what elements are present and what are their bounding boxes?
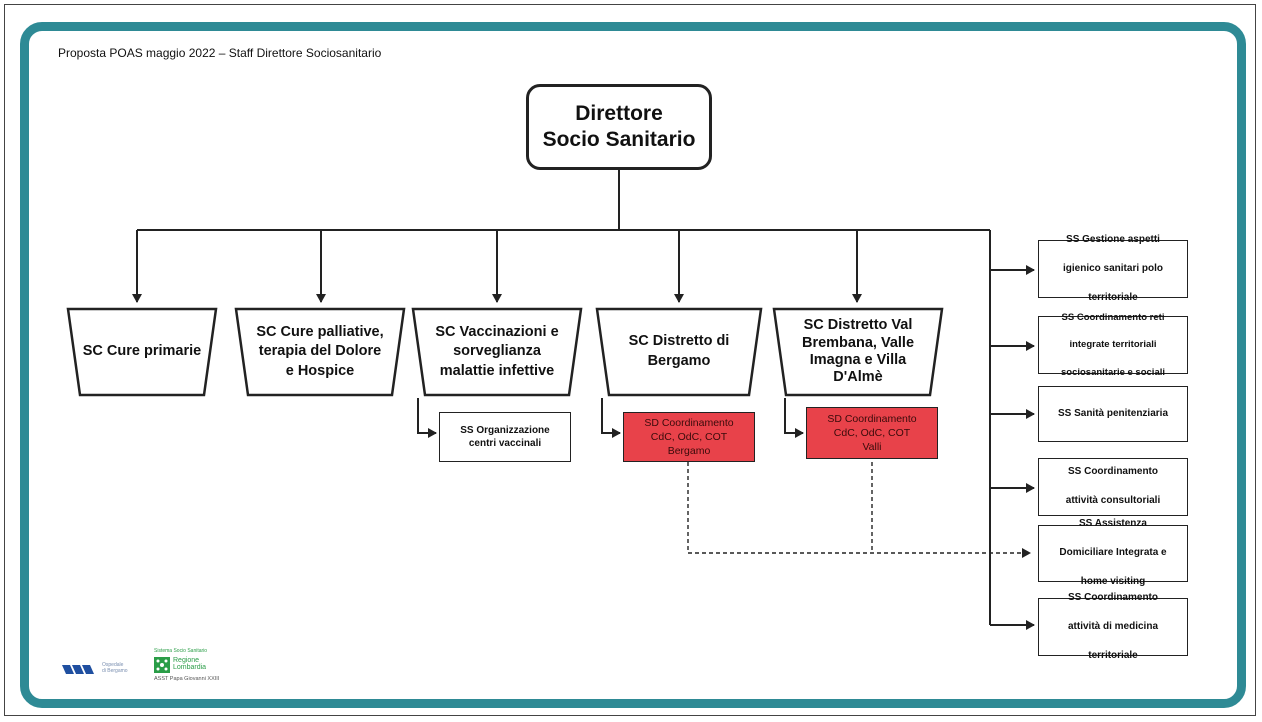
unit-label: terapia del Dolore [258,343,382,360]
unit-label: e Hospice [285,362,355,379]
sub-unit-label: CdC, OdC, COT [833,426,911,439]
staff-unit-label: attività consultoriali [1065,495,1161,507]
root-line-2: Socio Sanitario [542,128,696,151]
hospital-logo-text: Ospedale di Bergamo [102,662,128,674]
unit-label: D'Almè [833,369,883,386]
sub-unit-label: Valli [862,441,882,454]
unit-label: SC Vaccinazioni e [435,323,559,340]
sub-unit-label: centri vaccinali [468,438,542,449]
sub-unit-label: Bergamo [667,445,711,458]
staff-unit-label: SS Coordinamento [1067,591,1158,603]
staff-unit-label: SS Sanità penitenziaria [1057,407,1169,419]
sub-unit-centri-vaccinali: SS Organizzazione centri vaccinali [439,412,571,462]
unit-label: Brembana, Valle [801,334,915,351]
regione-rose-icon [154,657,170,673]
staff-unit-label: igienico sanitari polo [1062,262,1163,274]
unit-label: SC Distretto di [628,333,730,350]
sub-unit-coordinamento-valli: SD Coordinamento CdC, OdC, COT Valli [806,407,938,459]
regione-logo-text: Regione Lombardia [173,657,207,672]
root-director-box: Direttore Socio Sanitario [526,84,712,170]
staff-unit-label: SS Assistenza [1078,518,1147,530]
staff-unit-consultoriali: SS Coordinamento attività consultoriali [1038,458,1188,516]
staff-unit-assistenza-domiciliare: SS Assistenza Domiciliare Integrata e ho… [1038,518,1188,587]
staff-unit-label: SS Coordinamento reti [1061,311,1165,323]
staff-unit-sanita-penitenziaria: SS Sanità penitenziaria [1038,386,1188,442]
staff-unit-label: SS Gestione aspetti [1066,233,1160,245]
sub-unit-coordinamento-bergamo: SD Coordinamento CdC, OdC, COT Bergamo [623,412,755,462]
footer-logos: Ospedale di Bergamo Sistema Socio Sanita… [58,648,258,696]
staff-unit-label: sociosanitarie e sociali [1060,366,1166,378]
staff-unit-label: territoriale [1088,649,1138,661]
unit-distretto-valli: SC Distretto Val Brembana, Valle Imagna … [772,307,944,397]
staff-unit-label: SS Coordinamento [1067,466,1158,478]
regione-logo-caption: Sistema Socio Sanitario [154,648,208,654]
unit-label: SC Cure palliative, [256,323,384,340]
unit-cure-primarie: SC Cure primarie [66,307,218,397]
unit-label: malattie infettive [439,362,555,379]
unit-label: Bergamo [647,353,711,369]
sub-unit-label: CdC, OdC, COT [650,430,728,443]
sub-unit-label: SS Organizzazione [460,424,550,436]
hospital-logo-icon [62,665,94,674]
staff-unit-label: territoriale [1088,291,1138,303]
unit-label: sorveglianza [453,343,541,360]
sub-unit-label: SD Coordinamento [827,412,917,425]
staff-unit-label: attività di medicina [1067,620,1159,632]
staff-unit-label: home visiting [1080,576,1146,588]
unit-label: SC Distretto Val [803,317,913,334]
staff-unit-label: Domiciliare Integrata e [1059,547,1167,559]
unit-label: Imagna e Villa [809,352,907,368]
unit-label: SC Cure primarie [82,343,202,360]
asst-logo-text: ASST Papa Giovanni XXIII [154,676,220,682]
unit-distretto-bergamo: SC Distretto di Bergamo [595,307,763,397]
page-border [4,4,1256,716]
unit-cure-palliative: SC Cure palliative, terapia del Dolore e… [234,307,406,397]
staff-unit-label: integrate territoriali [1069,339,1157,351]
staff-unit-igienico-sanitari: SS Gestione aspetti igienico sanitari po… [1038,234,1188,303]
unit-vaccinazioni: SC Vaccinazioni e sorveglianza malattie … [411,307,583,397]
staff-unit-medicina-territoriale: SS Coordinamento attività di medicina te… [1038,592,1188,661]
slide-title: Proposta POAS maggio 2022 – Staff Dirett… [58,46,382,60]
staff-unit-reti-integrate: SS Coordinamento reti integrate territor… [1038,312,1188,378]
root-line-1: Direttore [575,101,663,125]
sub-unit-label: SD Coordinamento [644,416,734,429]
